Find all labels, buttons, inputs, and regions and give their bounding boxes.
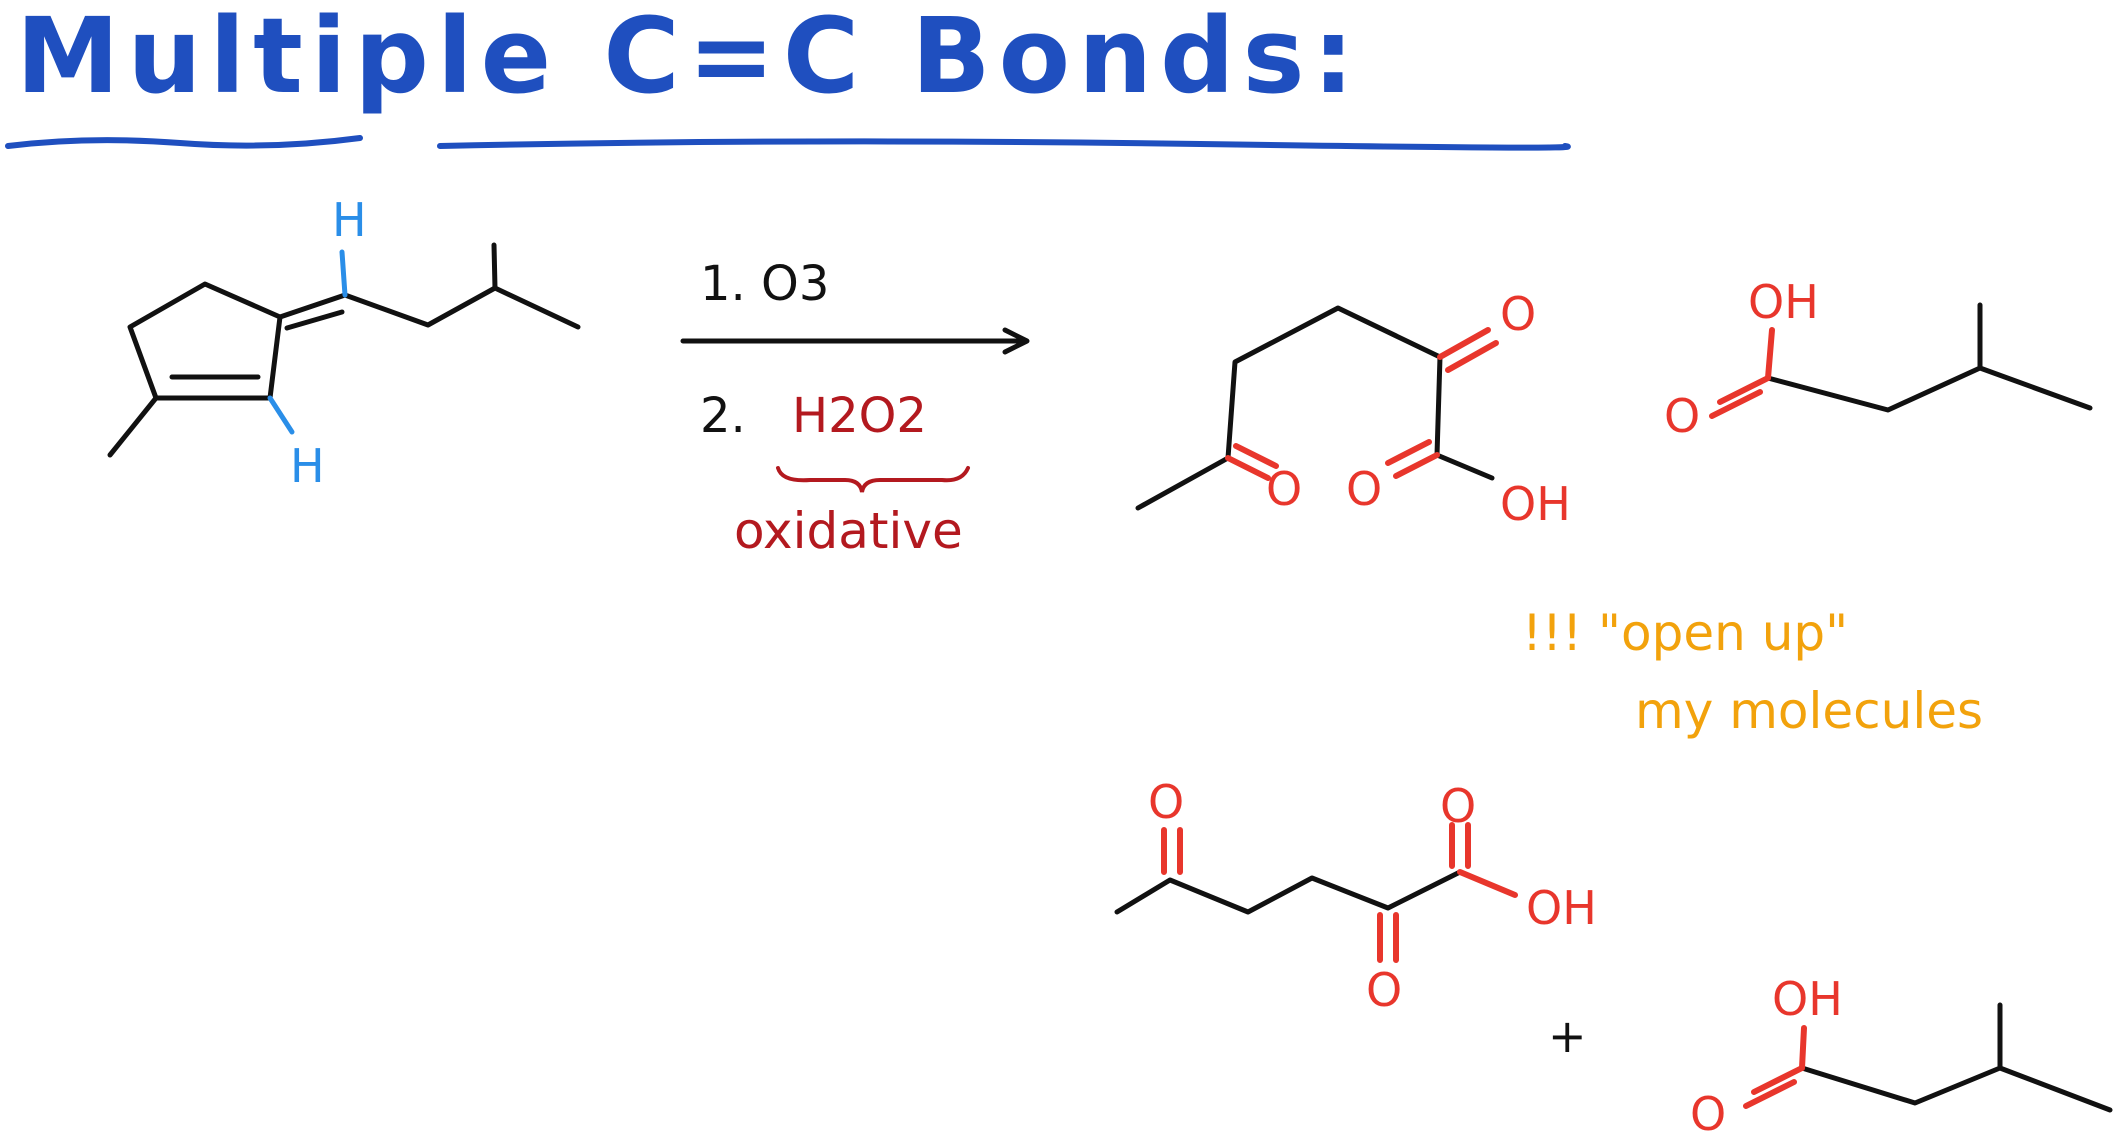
methyl-substituent: [107, 395, 159, 458]
linear-acid-carbonyl: [1449, 822, 1471, 869]
handwritten-note: !!! "open up" my molecules: [1522, 604, 1983, 740]
plus-sign: +: [1548, 1009, 1587, 1063]
ketone-oxygen-1: O: [1266, 462, 1302, 516]
arrow-head: [1002, 327, 1030, 355]
oxidative-label: oxidative: [734, 502, 963, 560]
exocyclic-double-bond: [284, 309, 345, 331]
page-title: Multiple C=C Bonds:: [16, 0, 1362, 117]
acid-hydroxyl-top: OH: [1748, 275, 1819, 329]
acid-oh-bond-top: [1765, 327, 1775, 381]
linear-acid-oh-bond: [1457, 869, 1518, 898]
product-keto-acid-linear: O O O OH: [1114, 775, 1597, 1017]
product-isovaleric-acid-bottom: OH O: [1690, 972, 2113, 1140]
acid-chain-top: [1765, 302, 2093, 413]
ketone-oxygen-2: O: [1500, 287, 1536, 341]
product-chain: [1135, 305, 1495, 511]
linear-chain: [1114, 869, 1463, 915]
acid-oh-bond-bottom: [1799, 1025, 1807, 1071]
reagent-step-1: 1. O3: [700, 256, 829, 312]
acid-oxygen-top: O: [1664, 389, 1700, 443]
product-keto-acid-drawn: O O O OH: [1135, 287, 1571, 531]
linear-acid-oxygen: O: [1440, 779, 1476, 833]
cyclopentene-ring: [127, 281, 283, 401]
ketone-double-bond-2: [1437, 327, 1499, 373]
product-isovaleric-acid-top: OH O: [1664, 275, 2093, 443]
note-line-2: my molecules: [1635, 682, 1983, 740]
starting-material: H H: [107, 193, 581, 493]
acid-carbonyl-bond-1: [1385, 439, 1440, 479]
hydrogen-label-bottom: H: [290, 439, 325, 493]
acid-hydroxyl-bottom: OH: [1772, 972, 1843, 1026]
ketone-double-bond-1: [1225, 443, 1279, 481]
linear-ketone-oxygen-2: O: [1366, 963, 1402, 1017]
underbrace: [776, 466, 970, 493]
title-underline-right: [437, 138, 1571, 151]
acid-carbonyl-bottom: [1743, 1065, 1805, 1109]
acid-carbonyl-top: [1709, 375, 1771, 419]
linear-ketone-oxygen-1: O: [1148, 775, 1184, 829]
acid-hydroxyl-1: OH: [1500, 477, 1571, 531]
linear-ketone-double-bond-2: [1377, 912, 1399, 963]
reagent-h2o2: H2O2: [792, 388, 927, 444]
linear-acid-hydroxyl: OH: [1526, 881, 1597, 935]
vinyl-h-bond-top: [339, 249, 348, 298]
isopropyl-branch: [491, 242, 498, 291]
alkyl-chain: [277, 285, 581, 330]
linear-ketone-double-bond-1: [1161, 827, 1183, 875]
acid-oxygen-1: O: [1346, 462, 1382, 516]
vinyl-h-bond-bottom: [267, 395, 295, 435]
hydrogen-label-top: H: [332, 193, 367, 247]
reaction-conditions: 1. O3 2. H2O2 oxidative: [680, 256, 1030, 560]
note-line-1: !!! "open up": [1522, 604, 1848, 662]
acid-chain-bottom: [1799, 1002, 2113, 1113]
acid-oxygen-bottom: O: [1690, 1087, 1726, 1140]
reagent-step-2-number: 2.: [700, 388, 746, 444]
title-underline-left: [5, 135, 363, 149]
